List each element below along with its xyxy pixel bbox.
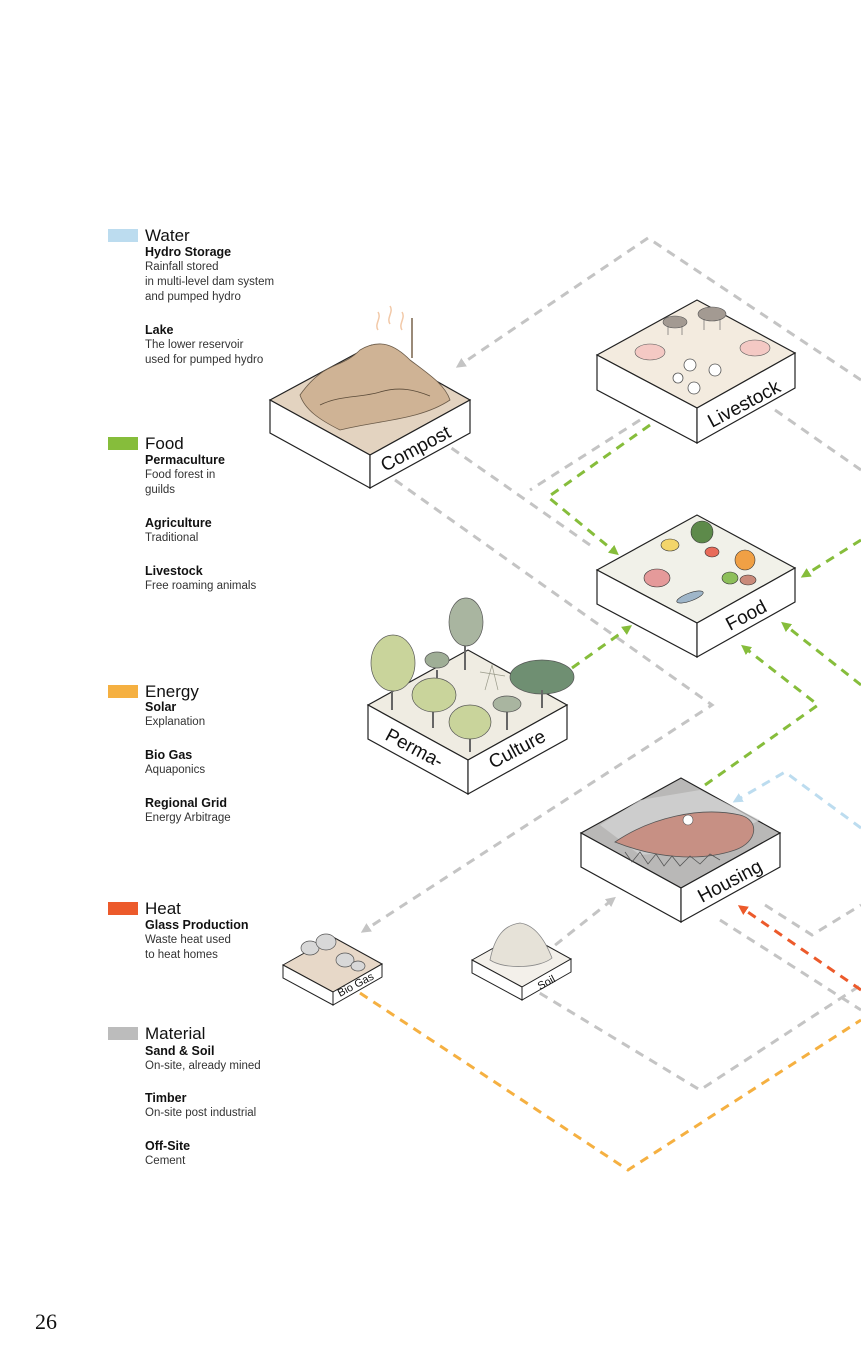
legend-item-desc: Food forest in guilds <box>145 469 216 496</box>
legend-item-title: Bio Gas <box>145 748 193 762</box>
legend-item: Off-Site Cement <box>145 1139 305 1169</box>
heat-flows <box>737 905 861 992</box>
legend-item-title: Hydro Storage <box>145 245 232 259</box>
material-swatch <box>108 1027 138 1040</box>
soil-pile-icon <box>489 922 553 967</box>
flow-perma-to-food <box>571 625 633 670</box>
food-flows <box>545 423 861 787</box>
legend-item-title: Lake <box>145 323 174 337</box>
chicken-icon <box>672 358 722 395</box>
legend-item-desc: On-site post industrial <box>145 1107 257 1119</box>
page-number: 26 <box>35 1309 57 1334</box>
legend-item-desc: Aquaponics <box>145 764 206 776</box>
energy-title: Energy <box>145 682 199 701</box>
flow-right-to-food-2 <box>781 621 861 687</box>
water-title: Water <box>145 226 190 245</box>
water-swatch <box>108 229 138 242</box>
water-flows <box>732 770 861 830</box>
legend-item: Sand & Soil On-site, already mined <box>145 1044 305 1074</box>
flow-livestock-to-food <box>545 423 651 556</box>
livestock-block: Livestock <box>595 299 797 445</box>
material-title: Material <box>145 1024 206 1043</box>
legend-item: Hydro Storage Rainfall stored in multi-l… <box>145 245 305 305</box>
energy-swatch <box>108 685 138 698</box>
soil-block: Soil <box>470 922 573 1001</box>
flow-housing-bottom <box>719 918 861 1012</box>
flow-compost-down <box>360 478 715 933</box>
legend-item-desc: Cement <box>145 1155 186 1167</box>
legend-item-desc: Energy Arbitrage <box>145 812 231 824</box>
flow-livestock-out <box>774 408 861 472</box>
heat-swatch <box>108 902 138 915</box>
legend-item: Timber On-site post industrial <box>145 1091 305 1121</box>
legend-item: Solar Explanation <box>145 700 305 730</box>
legend-item: Agriculture Traditional <box>145 516 305 546</box>
legend-item: Lake The lower reservoir used for pumped… <box>145 323 305 368</box>
legend-item: Livestock Free roaming animals <box>145 564 305 594</box>
tree-icon <box>370 597 575 752</box>
flow-heat-to-housing <box>737 905 861 992</box>
goat-icon <box>662 306 727 335</box>
legend-item-title: Timber <box>145 1091 187 1105</box>
legend-item-desc: Traditional <box>145 532 199 544</box>
flow-housing-right <box>764 903 861 937</box>
food-title: Food <box>145 434 184 453</box>
legend-item-title: Permaculture <box>145 453 225 467</box>
legend-item-desc: The lower reservoir used for pumped hydr… <box>145 339 264 366</box>
food-swatch <box>108 437 138 450</box>
legend-item-desc: On-site, already mined <box>145 1060 261 1072</box>
legend-item-desc: Explanation <box>145 716 206 728</box>
flow-water-to-housing <box>732 770 861 830</box>
flow-top-to-compost <box>455 236 861 382</box>
legend-item-title: Livestock <box>145 564 203 578</box>
pig-icon <box>634 339 771 361</box>
flow-soil-bottom <box>484 958 861 1092</box>
flow-livestock-down <box>529 418 641 492</box>
permaculture-block: Perma- Culture <box>366 597 575 796</box>
legend-item-title: Glass Production <box>145 918 249 932</box>
food-block: Food <box>595 514 797 659</box>
legend-item-desc: Free roaming animals <box>145 580 257 592</box>
compost-block: Compost <box>268 305 472 490</box>
flow-housing-to-food <box>704 644 821 787</box>
material-flows <box>360 236 861 1092</box>
flow-biogas-energy <box>359 991 861 1172</box>
housing-block: Housing <box>579 777 782 924</box>
legend-item-title: Regional Grid <box>145 796 227 810</box>
legend-item: Permaculture Food forest in guilds <box>145 453 305 498</box>
legend-item-title: Agriculture <box>145 516 212 530</box>
heat-title: Heat <box>145 899 181 918</box>
energy-flows <box>359 991 861 1172</box>
flow-right-to-food <box>800 538 861 578</box>
gas-tank-icon <box>300 933 366 972</box>
legend-item: Glass Production Waste heat used to heat… <box>145 918 305 963</box>
legend-item: Regional Grid Energy Arbitrage <box>145 796 305 826</box>
watermelon-icon <box>690 520 714 544</box>
legend-item-title: Sand & Soil <box>145 1044 215 1058</box>
legend-item-desc: Rainfall stored in multi-level dam syste… <box>145 261 275 303</box>
flow-food-to-compost <box>435 437 591 547</box>
legend-item: Bio Gas Aquaponics <box>145 748 305 778</box>
legend-item-title: Solar <box>145 700 177 714</box>
legend-item-desc: Waste heat used to heat homes <box>145 934 231 961</box>
legend-item-title: Off-Site <box>145 1139 191 1153</box>
